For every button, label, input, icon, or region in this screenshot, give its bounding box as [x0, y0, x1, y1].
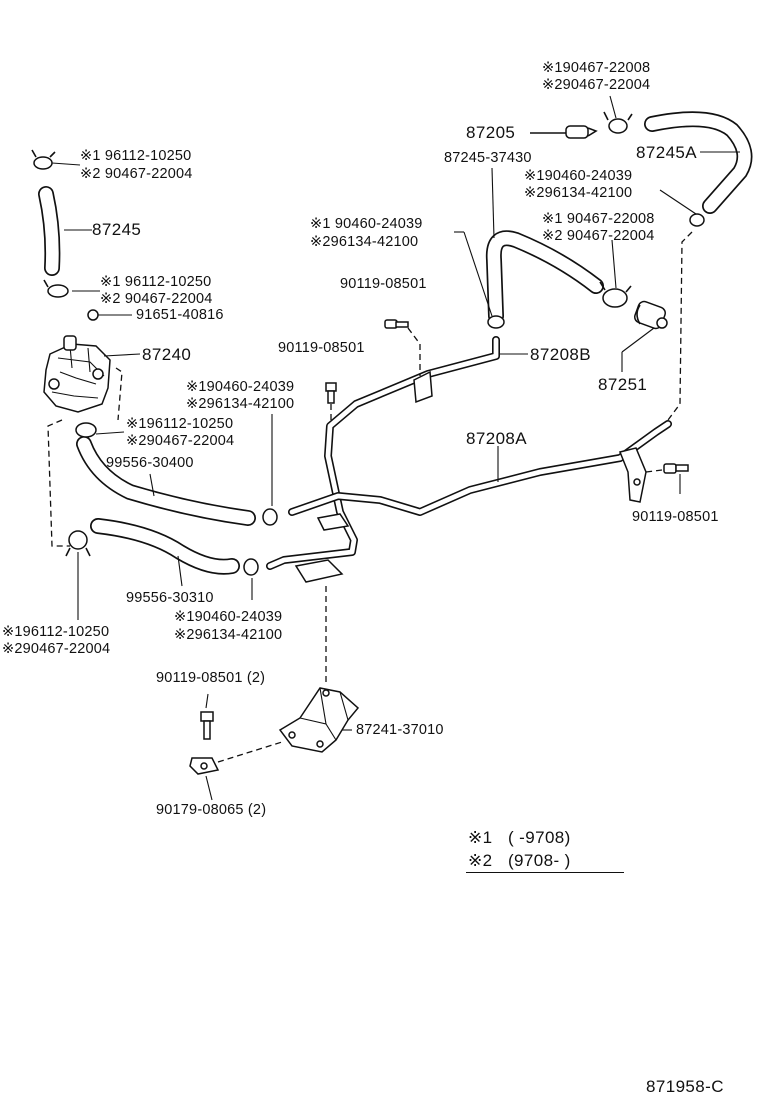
- bolt-right: [663, 463, 689, 474]
- clip-hose-99556-30310: [65, 530, 91, 557]
- label-bolt-lower: 90119-08501 (2): [156, 670, 266, 686]
- bracket-87241: [278, 687, 360, 753]
- label-left-mid-clip-1: ※1 96112-10250: [100, 274, 212, 290]
- label-top-clip-2: ※290467-22004: [542, 77, 651, 93]
- legend-row1-range: ( -9708): [508, 828, 571, 847]
- label-87208A: 87208A: [466, 429, 528, 448]
- label-87241-37010: 87241-37010: [356, 722, 444, 738]
- bolt-upper: [384, 319, 409, 329]
- dash-bolt-upper: [407, 327, 421, 376]
- fitting-87205: [530, 125, 598, 139]
- nut-90179: [189, 757, 220, 775]
- bolt-lower: [200, 711, 214, 740]
- hose-99556-30310: [90, 518, 240, 575]
- washer-91651: [87, 309, 99, 321]
- clip-left-top: [31, 149, 56, 170]
- label-right-clamp-2: ※296134-42100: [524, 185, 633, 201]
- valve-87251: [634, 300, 668, 330]
- clip-87245-37430: [599, 281, 632, 308]
- dash-nut-to-bracket: [217, 741, 283, 763]
- label-lower-clamp-2: ※296134-42100: [174, 627, 283, 643]
- label-top-clip-1: ※190467-22008: [542, 60, 651, 76]
- label-right-clip2-1: ※1 90467-22008: [542, 211, 655, 227]
- bracket-center: [294, 513, 350, 583]
- hose-87245: [38, 186, 61, 276]
- label-bolt-mid: 90119-08501: [278, 340, 365, 356]
- bracket-87208A: [618, 447, 647, 503]
- label-bottom-left-clip-1: ※196112-10250: [2, 624, 110, 640]
- label-91651: 91651-40816: [136, 307, 224, 323]
- label-left-mid-clip-2: ※2 90467-22004: [100, 291, 213, 307]
- legend-divider: [466, 872, 624, 873]
- label-left-top-clip-1: ※1 96112-10250: [80, 148, 192, 164]
- dash-right-pipe: [667, 231, 693, 421]
- leader-lines: [51, 95, 740, 801]
- clamp-99556-30310: [243, 558, 259, 576]
- drawing-number: 871958-C: [646, 1077, 724, 1096]
- hose-87245A: [644, 111, 753, 214]
- valve-87240: [43, 335, 111, 413]
- label-clamp-center-1: ※190460-24039: [186, 379, 295, 395]
- label-99556-30400: 99556-30400: [106, 455, 194, 471]
- legend-row2-mark: ※2: [468, 851, 493, 870]
- clip-top-right: [603, 111, 633, 134]
- label-mid-clamp-2: ※296134-42100: [310, 234, 419, 250]
- label-hose-clip-1: ※196112-10250: [126, 416, 234, 432]
- label-87245-37430: 87245-37430: [444, 150, 532, 166]
- dash-valve-to-hoses: [47, 367, 123, 547]
- label-lower-clamp-1: ※190460-24039: [174, 609, 283, 625]
- label-87245: 87245: [92, 220, 142, 239]
- bracket-87208B: [413, 370, 433, 404]
- label-left-top-clip-2: ※2 90467-22004: [80, 166, 193, 182]
- label-right-clamp-1: ※190460-24039: [524, 168, 633, 184]
- clamp-99556-30400: [262, 508, 278, 526]
- clamp-87245-37430: [487, 315, 505, 329]
- hose-87245-37430: [485, 230, 604, 324]
- label-87208B: 87208B: [530, 345, 592, 364]
- dash-bolt-right: [645, 469, 663, 473]
- label-bolt-upper: 90119-08501: [340, 276, 427, 292]
- label-hose-clip-2: ※290467-22004: [126, 433, 235, 449]
- label-right-clip2-2: ※2 90467-22004: [542, 228, 655, 244]
- hose-99556-30400: [76, 436, 256, 526]
- clip-left-mid: [43, 279, 69, 298]
- clip-hose-99556-30400: [75, 422, 97, 438]
- legend-row1-mark: ※1: [468, 828, 493, 847]
- label-bolt-right: 90119-08501: [632, 509, 719, 525]
- label-87245A: 87245A: [636, 143, 698, 162]
- clamp-87245A-end: [689, 213, 705, 227]
- label-mid-clamp-1: ※1 90460-24039: [310, 216, 423, 232]
- label-99556-30310: 99556-30310: [126, 590, 214, 606]
- pipe-87208A: [288, 420, 672, 516]
- label-clamp-center-2: ※296134-42100: [186, 396, 295, 412]
- label-87251: 87251: [598, 375, 648, 394]
- pipe-87208B: [266, 336, 500, 570]
- label-87240: 87240: [142, 345, 192, 364]
- label-bottom-left-clip-2: ※290467-22004: [2, 641, 111, 657]
- legend-row2-range: (9708- ): [508, 851, 571, 870]
- label-90179-08065: 90179-08065 (2): [156, 802, 267, 818]
- bolt-mid: [325, 382, 337, 404]
- label-87205: 87205: [466, 123, 516, 142]
